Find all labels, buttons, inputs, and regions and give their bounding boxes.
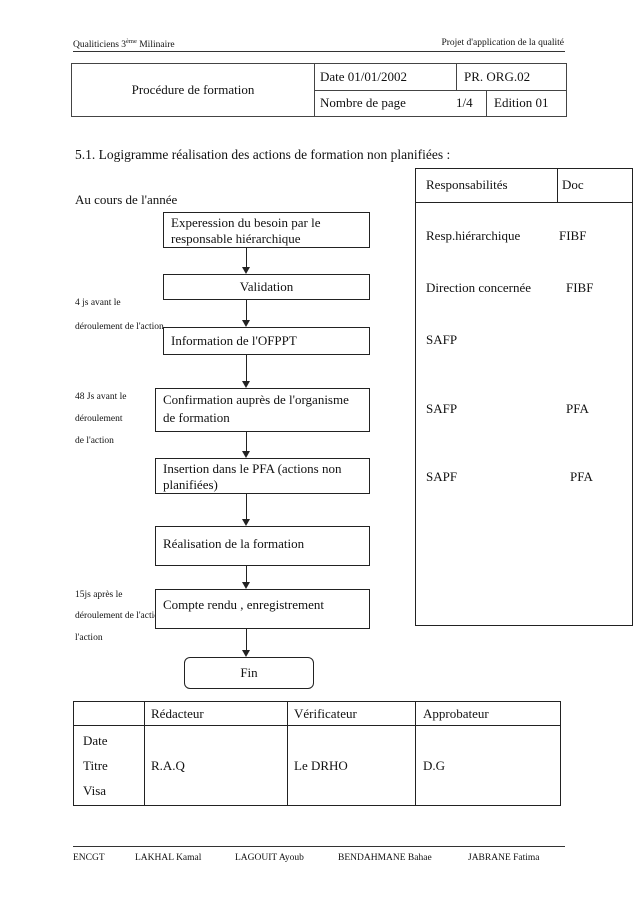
arrow-3 [242,381,250,388]
connector-6 [246,566,247,582]
header-left: Qualiticiens 3ème Milinaire [73,38,175,50]
timing-48js-line3: de l'action [75,436,114,446]
footer-rule [73,846,565,847]
connector-5 [246,494,247,519]
timing-15js-line2: déroulement de l'action [75,611,164,621]
procedure-date: Date 01/01/2002 [320,69,408,84]
connector-4 [246,432,247,451]
footer-school: ENCGT [73,853,105,863]
signature-table: Rédacteur Vérificateur Approbateur Date … [73,701,561,806]
flow-step-realisation: Réalisation de la formation [155,526,370,566]
responsibilities-table: Responsabilités Doc Resp.hiérarchique FI… [415,168,633,626]
sig-row-date: Date [83,733,108,748]
flow-step-expression-besoin: Experession du besoin par le responsable… [163,212,370,248]
arrow-1 [242,267,250,274]
header-sup: ème [126,38,137,45]
timing-48js-line2: déroulement [75,414,123,424]
connector-1 [246,248,247,267]
resp-header-rule [416,202,632,203]
flow-end: Fin [184,657,314,689]
sig-col-3 [415,702,416,805]
resp-row-5-doc: PFA [570,469,593,484]
procedure-pages-value: 1/4 [456,95,473,110]
procedure-edition: Edition 01 [494,95,549,110]
procedure-ref: PR. ORG.02 [464,69,531,84]
procedure-hdivider [315,90,566,91]
sig-col-2 [287,702,288,805]
flow-step-information-ofppt: Information de l'OFPPT [163,327,370,355]
arrow-7 [242,650,250,657]
resp-row-2: Direction concernée [426,280,532,295]
sig-row-visa: Visa [83,783,107,798]
footer-author-3: BENDAHMANE Bahae [338,853,432,863]
procedure-divider [314,64,315,116]
timing-15js-line3: l'action [75,633,103,643]
timing-year: Au cours de l'année [75,192,178,207]
arrow-4 [242,451,250,458]
sig-approbateur-value: D.G [423,758,446,773]
sig-header-rule [74,725,560,726]
footer-author-1: LAKHAL Kamal [135,853,202,863]
connector-2 [246,300,247,320]
flow-step-compte-rendu: Compte rendu , enregistrement [155,589,370,629]
sig-col-redacteur: Rédacteur [151,706,204,721]
arrow-6 [242,582,250,589]
procedure-vdivider-bottom [486,90,487,116]
sig-row-titre: Titre [83,758,108,773]
header-right: Projet d'application de la qualité [441,38,564,48]
resp-row-1-doc: FIBF [559,228,587,243]
procedure-box: Procédure de formation Date 01/01/2002 P… [71,63,567,117]
resp-header-doc: Doc [562,177,584,192]
sig-col-1 [144,702,145,805]
procedure-pages-label: Nombre de page [320,95,406,110]
timing-15js-line1: 15js après le [75,590,123,600]
resp-row-4: SAFP [426,401,458,416]
timing-4js-line1: 4 js avant le [75,298,121,308]
section-title: 5.1. Logigramme réalisation des actions … [75,147,451,162]
procedure-title: Procédure de formation [131,82,255,97]
footer-author-4: JABRANE Fatima [468,853,540,863]
flow-step-insertion-pfa: Insertion dans le PFA (actions non plani… [155,458,370,494]
resp-row-1: Resp.hiérarchique [426,228,521,243]
sig-redacteur-value: R.A.Q [151,758,185,773]
sig-col-approbateur: Approbateur [423,706,489,721]
header-rule [73,51,565,52]
sig-verificateur-value: Le DRHO [294,758,348,773]
timing-48js-line1: 48 Js avant le [75,392,127,402]
footer-author-2: LAGOUIT Ayoub [235,853,304,863]
flow-step-confirmation: Confirmation auprès de l'organisme de fo… [155,388,370,432]
arrow-2 [242,320,250,327]
resp-col-divider [557,169,558,202]
arrow-5 [242,519,250,526]
resp-row-4-doc: PFA [566,401,589,416]
resp-row-2-doc: FIBF [566,280,594,295]
connector-7 [246,629,247,650]
resp-row-5: SAPF [426,469,458,484]
flow-step-validation: Validation [163,274,370,300]
sig-corner [74,702,144,725]
resp-header-responsabilites: Responsabilités [426,177,508,192]
procedure-vdivider-top [456,64,457,90]
header-org-suffix: Milinaire [136,40,175,50]
resp-row-3: SAFP [426,332,458,347]
sig-col-verificateur: Vérificateur [294,706,357,721]
header-org: Qualiticiens 3 [73,40,127,50]
timing-4js-line2: déroulement de l'action [75,322,164,332]
connector-3 [246,355,247,381]
